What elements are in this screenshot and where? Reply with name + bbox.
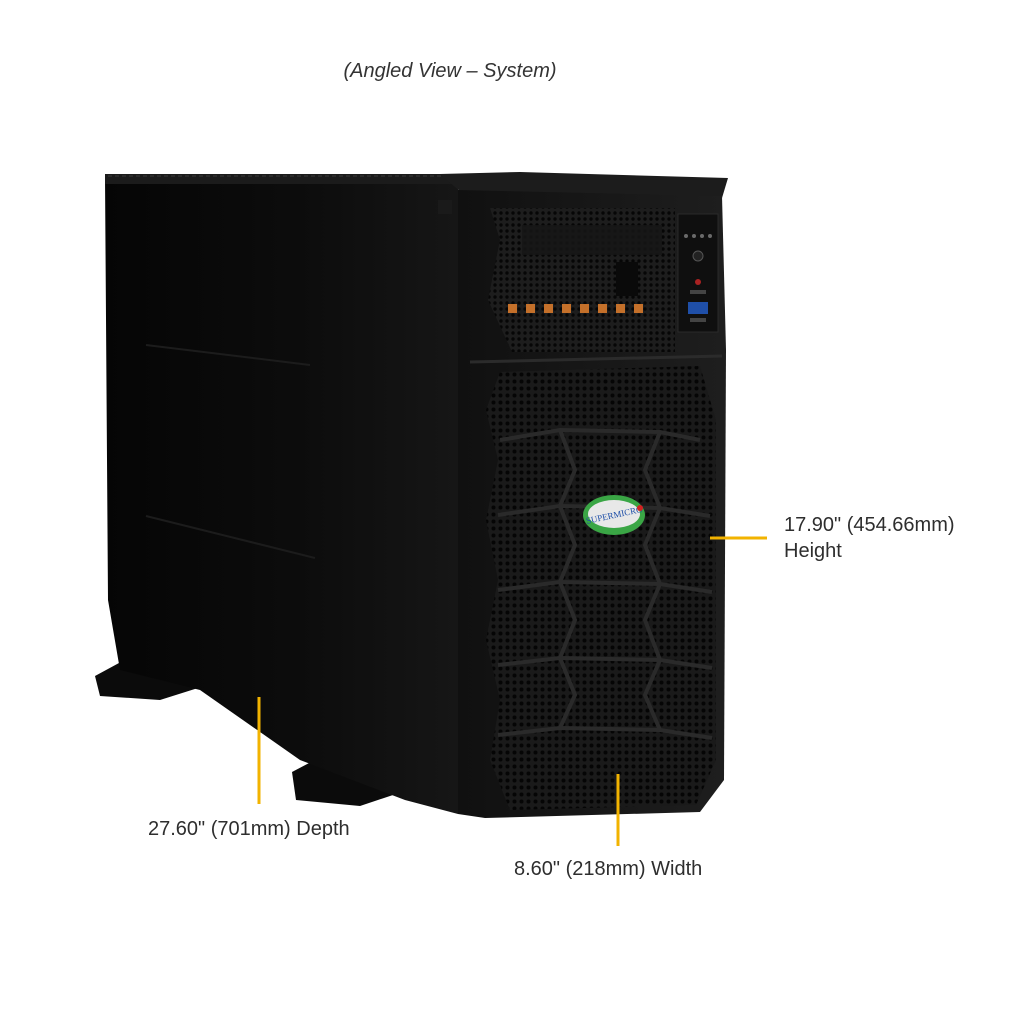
width-dimension-label: 8.60" (218mm) Width: [514, 858, 703, 880]
chassis-side-panel: [105, 174, 459, 814]
supermicro-logo: SUPERMICRO: [583, 495, 645, 535]
usb-icon: [688, 302, 708, 314]
front-control-panel: [677, 213, 719, 333]
drive-tray-indicators: [508, 304, 643, 313]
dimension-markers: [257, 536, 767, 846]
front-bezel: SUPERMICRO: [458, 190, 726, 818]
depth-dimension-label: 27.60" (701mm) Depth: [148, 818, 350, 840]
height-value: 17.90" (454.66mm): [784, 514, 955, 536]
reset-icon: [695, 279, 701, 285]
power-icon: [692, 250, 704, 262]
height-name: Height: [784, 540, 842, 562]
figure-caption: (Angled View – System): [343, 60, 557, 82]
height-dimension-label: 17.90" (454.66mm) Height: [784, 512, 955, 564]
